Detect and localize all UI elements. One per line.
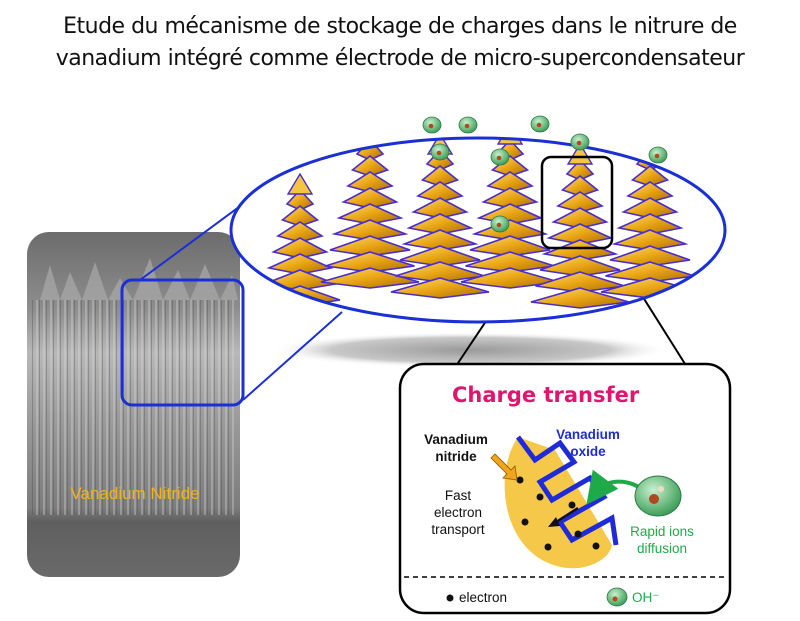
ion-core — [654, 153, 660, 159]
pyramid-layer — [530, 287, 630, 309]
ion-core — [576, 140, 582, 146]
zoom-line-bottom — [242, 311, 343, 401]
legend-ion-icon — [606, 587, 628, 607]
ion-core — [428, 123, 434, 129]
legend-ion-label: OH⁻ — [632, 590, 660, 605]
nitride-zoom-box — [540, 155, 614, 250]
pyramid-layer — [460, 267, 560, 289]
rapid-ions-diffusion-label: Rapid ions diffusion — [630, 524, 694, 556]
ellipse-shadow — [270, 332, 670, 368]
pyramid-tip — [496, 138, 524, 145]
legend-electron-dot — [446, 594, 454, 602]
hydroxide-ions — [422, 115, 668, 233]
pyramid-tip — [356, 138, 384, 145]
pyramid-tip — [566, 142, 594, 165]
electron-dots — [516, 476, 600, 551]
ion-core — [496, 155, 502, 161]
ion-core — [496, 222, 502, 228]
fast-electron-transport-label: Fast electron transport — [431, 488, 485, 537]
pyramid-tip — [286, 172, 314, 195]
ion-core — [436, 150, 442, 156]
charge-transfer-title: Charge transfer — [452, 383, 640, 407]
large-hydroxide-ion — [634, 475, 682, 517]
ion-diffusion-arrow — [586, 469, 642, 505]
sem-label: Vanadium Nitride — [70, 484, 200, 503]
title-line-2: vanadium intégré comme électrode de micr… — [55, 46, 745, 71]
pyramid-layer — [250, 317, 350, 322]
pyramid-layer — [390, 277, 490, 299]
legend-electron-label: electron — [459, 590, 508, 605]
vanadium-oxide-label: Vanadium oxide — [556, 427, 620, 459]
ion-core — [536, 122, 542, 128]
electron-arrow-head — [548, 517, 560, 527]
sem-zoom-box — [120, 278, 245, 407]
title-line-1: Etude du mécanisme de stockage de charge… — [63, 14, 737, 39]
vanadium-nitride-label: Vanadium nitride — [424, 432, 488, 464]
nitride-pointer-arrow — [490, 453, 518, 481]
ion-core — [464, 123, 470, 129]
zoom-ellipse-outline — [229, 136, 727, 324]
